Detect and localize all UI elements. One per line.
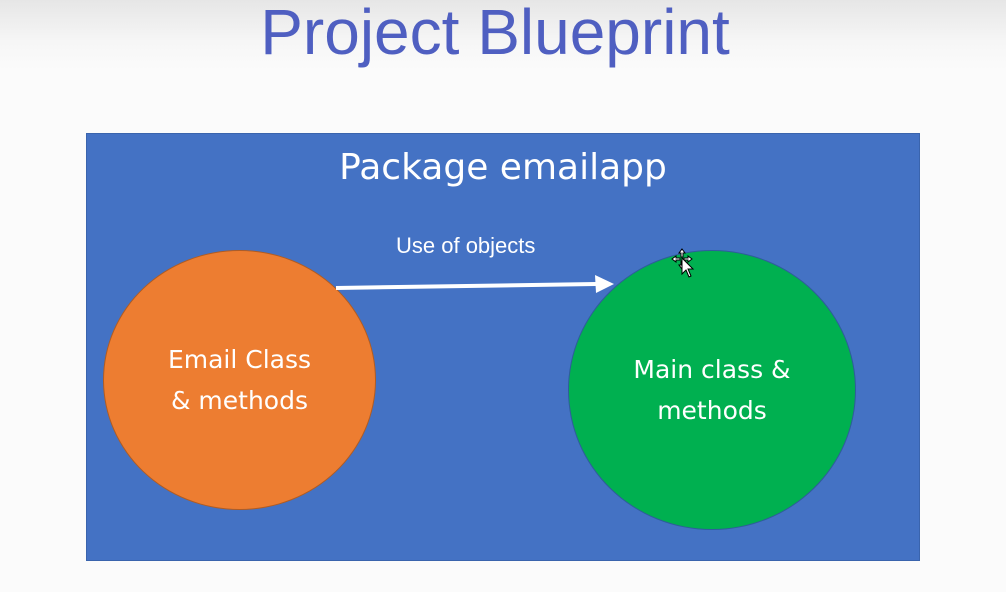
slide-header-band <box>0 0 1006 70</box>
edge-label: Use of objects <box>396 233 536 258</box>
main-class-label: Main class & methods <box>633 355 791 425</box>
move-cursor-icon <box>671 248 695 278</box>
package-label: Package emailapp <box>339 147 667 188</box>
email-class-node: Email Class & methods <box>103 250 376 510</box>
email-class-label: Email Class & methods <box>167 345 312 415</box>
main-class-node: Main class & methods <box>568 250 856 530</box>
slide-title: Project Blueprint <box>260 0 730 68</box>
